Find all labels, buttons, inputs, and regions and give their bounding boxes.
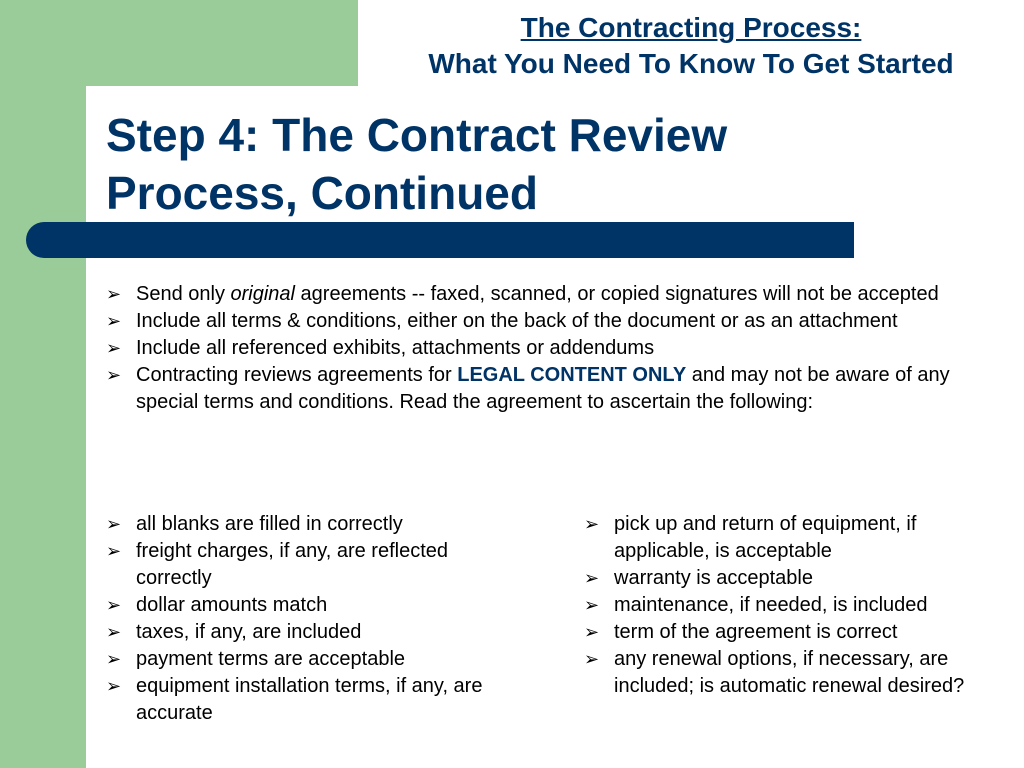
title-line-2: Process, Continued — [106, 167, 538, 219]
bullet-text: and may not be aware of any special term… — [136, 364, 950, 413]
bullet-legal-content: ➢ Contracting reviews agreements for LEG… — [106, 362, 976, 416]
bullet-strong: LEGAL CONTENT ONLY — [457, 364, 687, 386]
arrow-bullet-icon: ➢ — [584, 514, 600, 534]
list-item: ➢maintenance, if needed, is included — [584, 592, 984, 619]
bullet-original-agreements: ➢ Send only original agreements -- faxed… — [106, 281, 976, 308]
arrow-bullet-icon: ➢ — [106, 676, 122, 696]
bullet-emphasis: original — [230, 283, 295, 305]
list-item: ➢payment terms are acceptable — [106, 646, 506, 673]
title-line-1: Step 4: The Contract Review — [106, 109, 728, 161]
arrow-bullet-icon: ➢ — [584, 568, 600, 588]
left-green-band — [0, 0, 86, 768]
bullet-text: agreements -- faxed, scanned, or copied … — [295, 283, 939, 305]
arrow-bullet-icon: ➢ — [106, 284, 122, 304]
bullet-exhibits: ➢ Include all referenced exhibits, attac… — [106, 335, 976, 362]
bullet-text: Include all terms & conditions, either o… — [136, 310, 898, 332]
list-item: ➢pick up and return of equipment, if app… — [584, 513, 917, 562]
list-item: ➢all blanks are filled in correctly — [106, 511, 506, 538]
slide-header: The Contracting Process: What You Need T… — [358, 10, 1024, 82]
list-item: ➢dollar amounts match — [106, 592, 506, 619]
arrow-bullet-icon: ➢ — [106, 649, 122, 669]
checklist-left-column: ➢all blanks are filled in correctly ➢fre… — [106, 511, 506, 727]
arrow-bullet-icon: ➢ — [584, 622, 600, 642]
checklist-right-column: ➢pick up and return of equipment, if app… — [584, 511, 984, 700]
arrow-bullet-icon: ➢ — [106, 365, 122, 385]
bullet-text: Contracting reviews agreements for — [136, 364, 458, 386]
arrow-bullet-icon: ➢ — [106, 514, 122, 534]
header-line-2: What You Need To Know To Get Started — [428, 48, 954, 79]
bullet-terms-conditions: ➢ Include all terms & conditions, either… — [106, 308, 976, 335]
list-item: ➢any renewal options, if necessary, are … — [584, 648, 965, 697]
slide-title: Step 4: The Contract Review Process, Con… — [106, 106, 866, 222]
list-item: ➢term of the agreement is correct — [584, 619, 984, 646]
arrow-bullet-icon: ➢ — [106, 338, 122, 358]
top-green-block — [0, 0, 358, 86]
arrow-bullet-icon: ➢ — [584, 649, 600, 669]
bullet-text: Include all referenced exhibits, attachm… — [136, 337, 655, 359]
list-item: ➢freight charges, if any, are reflected … — [106, 540, 449, 589]
arrow-bullet-icon: ➢ — [584, 595, 600, 615]
main-bullet-list: ➢ Send only original agreements -- faxed… — [106, 281, 976, 416]
list-item: ➢equipment installation terms, if any, a… — [106, 675, 483, 724]
header-line-1: The Contracting Process: — [520, 12, 862, 43]
list-item: ➢warranty is acceptable — [584, 565, 984, 592]
title-divider-bar — [26, 222, 854, 258]
arrow-bullet-icon: ➢ — [106, 311, 122, 331]
list-item: ➢taxes, if any, are included — [106, 619, 506, 646]
bullet-text: Send only — [136, 283, 231, 305]
arrow-bullet-icon: ➢ — [106, 622, 122, 642]
arrow-bullet-icon: ➢ — [106, 541, 122, 561]
arrow-bullet-icon: ➢ — [106, 595, 122, 615]
